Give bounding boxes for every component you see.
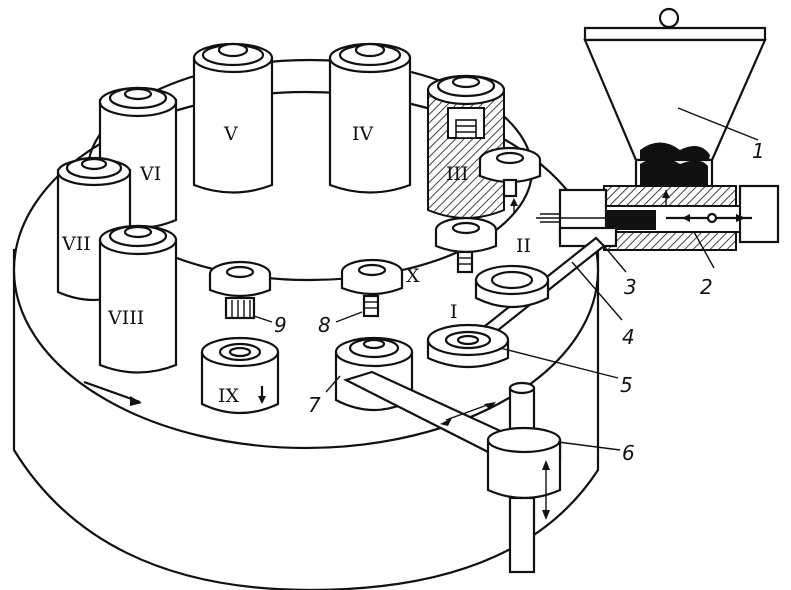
upper-punch-x: X (340, 258, 420, 318)
station-viii: VIII (98, 224, 178, 374)
feeder-slide (536, 184, 780, 251)
die-ix: IX (200, 336, 280, 415)
callout-5: 5 (620, 373, 633, 397)
label-ix: IX (218, 385, 240, 407)
callout-8: 8 (318, 313, 331, 337)
label-iii: III (446, 163, 469, 185)
label-iv: IV (352, 123, 374, 145)
upper-punch-small-a (478, 146, 542, 214)
callout-2: 2 (700, 275, 713, 299)
die-ii (474, 264, 550, 308)
station-iv: IV (328, 42, 412, 194)
pivot-post (486, 381, 562, 574)
powder-hopper (583, 7, 767, 188)
callout-3: 3 (624, 275, 637, 299)
label-x: X (406, 265, 420, 287)
label-v: V (223, 123, 238, 145)
station-iii: III (426, 74, 506, 219)
callout-1: 1 (752, 139, 765, 163)
label-vii: VII (61, 233, 91, 255)
label-vi: VI (139, 163, 161, 185)
callout-4: 4 (622, 325, 635, 349)
rotation-arrowhead (130, 396, 142, 406)
callout-9: 9 (274, 313, 287, 337)
upper-punch-small-b: II (434, 216, 531, 274)
label-i: I (450, 301, 458, 323)
station-v: V (192, 42, 274, 194)
upper-punch-9 (208, 260, 272, 320)
label-ii: II (516, 235, 531, 257)
label-viii: VIII (107, 307, 144, 329)
callout-6: 6 (622, 441, 635, 465)
die-i: I (426, 301, 510, 369)
leader-lines (253, 107, 759, 451)
callout-7: 7 (308, 393, 321, 417)
